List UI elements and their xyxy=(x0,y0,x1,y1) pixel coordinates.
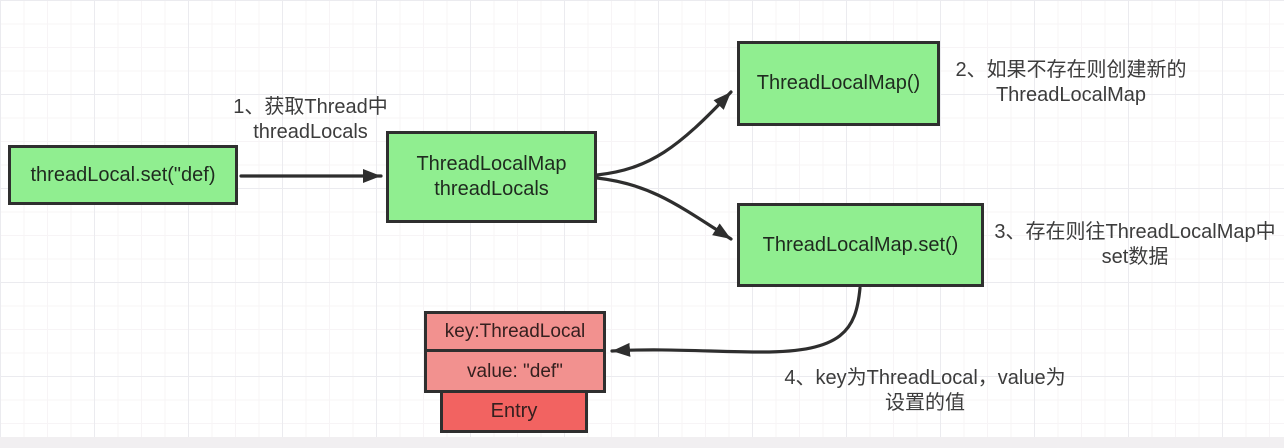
annotation-step1-line2: threadLocals xyxy=(253,121,368,143)
node-threadlocalmap-set: ThreadLocalMap.set() xyxy=(737,203,984,287)
node-threadlocal-set-label: threadLocal.set("def) xyxy=(30,163,216,186)
node-entry: Entry xyxy=(440,390,588,433)
arrow-mapset-to-entry xyxy=(610,286,862,357)
node-new-threadlocalmap-label: ThreadLocalMap() xyxy=(756,72,921,94)
node-entry-label: Entry xyxy=(490,400,538,422)
node-threadlocals-map-line1: ThreadLocalMap xyxy=(416,153,567,175)
node-threadlocals-map-line2: threadLocals xyxy=(434,178,549,200)
arrow-threadlocals-to-mapset xyxy=(595,176,733,241)
node-entry-value: value: "def" xyxy=(424,349,606,393)
annotation-step3-line2: set数据 xyxy=(1101,246,1169,268)
annotation-step4: 4、key为ThreadLocal，value为 设置的值 xyxy=(775,366,1075,416)
annotation-step2: 2、如果不存在则创建新的 ThreadLocalMap xyxy=(945,58,1197,108)
annotation-step4-line1: 4、key为ThreadLocal，value为 xyxy=(784,367,1066,389)
node-threadlocalmap-set-label: ThreadLocalMap.set() xyxy=(762,233,959,256)
node-threadlocal-set: threadLocal.set("def) xyxy=(8,145,238,205)
arrow-threadlocals-to-newmap xyxy=(595,90,733,177)
annotation-step3: 3、存在则往ThreadLocalMap中 set数据 xyxy=(986,220,1284,270)
node-threadlocals-map: ThreadLocalMap threadLocals xyxy=(386,131,597,223)
annotation-step3-line1: 3、存在则往ThreadLocalMap中 xyxy=(994,221,1276,243)
node-entry-key-label: key:ThreadLocal xyxy=(444,321,586,342)
node-new-threadlocalmap: ThreadLocalMap() xyxy=(737,41,940,126)
bottom-strip xyxy=(0,437,1284,448)
annotation-step2-line1: 2、如果不存在则创建新的 xyxy=(955,59,1187,81)
annotation-step2-line2: ThreadLocalMap xyxy=(995,84,1147,106)
annotation-step1: 1、获取Thread中 threadLocals xyxy=(218,95,403,145)
annotation-step4-line2: 设置的值 xyxy=(885,392,965,414)
node-entry-key: key:ThreadLocal xyxy=(424,311,606,352)
annotation-step1-line1: 1、获取Thread中 xyxy=(233,96,388,118)
node-entry-value-label: value: "def" xyxy=(467,360,563,382)
